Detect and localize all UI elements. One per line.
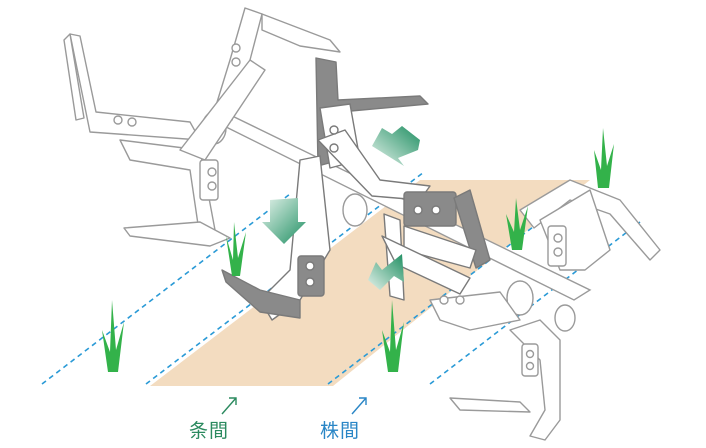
- rotation-arrow-icon: [262, 198, 306, 244]
- middle-rotor: [221, 57, 491, 321]
- grass-icon: [226, 222, 246, 276]
- pointer-arrow-icon: [351, 397, 367, 415]
- left-rotor: [63, 7, 341, 247]
- rotation-arrow-icon: [368, 254, 404, 290]
- grass-icon: [382, 300, 404, 372]
- grass-icon: [594, 128, 614, 188]
- right-rotor: [429, 179, 661, 441]
- grass-icon: [506, 198, 528, 250]
- label-jokan: 条間: [189, 420, 230, 442]
- grass-icon: [102, 300, 124, 372]
- label-kabuma: 株間: [320, 420, 361, 442]
- pointer-arrow-icon: [221, 397, 237, 415]
- rotation-arrow-icon: [372, 126, 420, 166]
